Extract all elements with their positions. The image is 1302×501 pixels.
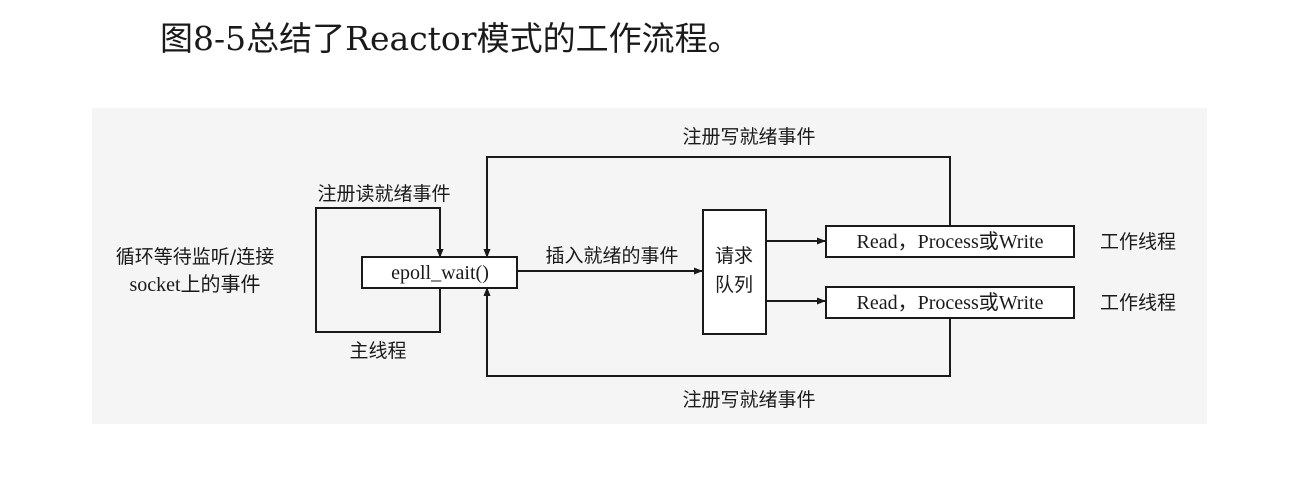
bottom-write-register-label: 注册写就绪事件 (682, 389, 815, 411)
top-write-register-line (483, 156, 951, 258)
worker-box-1-label: Read，Process或Write (857, 230, 1044, 253)
worker-box-1 (825, 225, 1075, 258)
worker-thread-label-1: 工作线程 (1100, 231, 1176, 253)
worker-thread-label-2: 工作线程 (1100, 292, 1176, 314)
read-register-label: 注册读就绪事件 (317, 183, 450, 205)
diagram-background (92, 108, 1207, 424)
insert-event-label: 插入就绪的事件 (545, 245, 678, 267)
loop-description-line2: socket上的事件 (129, 273, 260, 296)
request-queue-box (702, 209, 767, 335)
worker-box-2 (825, 286, 1075, 319)
top-write-register-label: 注册写就绪事件 (682, 126, 815, 148)
queue-label-line2: 队列 (715, 274, 753, 296)
epoll-wait-label: epoll_wait() (391, 262, 489, 284)
page-title: 图8-5总结了Reactor模式的工作流程。 (160, 19, 741, 58)
epoll-wait-box (361, 256, 518, 289)
main-thread-loop-line (315, 207, 444, 333)
loop-description-line1: 循环等待监听/连接 (116, 246, 274, 268)
worker-box-2-label: Read，Process或Write (857, 291, 1044, 314)
queue-label-line1: 请求 (715, 245, 753, 267)
bottom-write-register-line (483, 287, 951, 377)
main-thread-label: 主线程 (349, 340, 406, 362)
